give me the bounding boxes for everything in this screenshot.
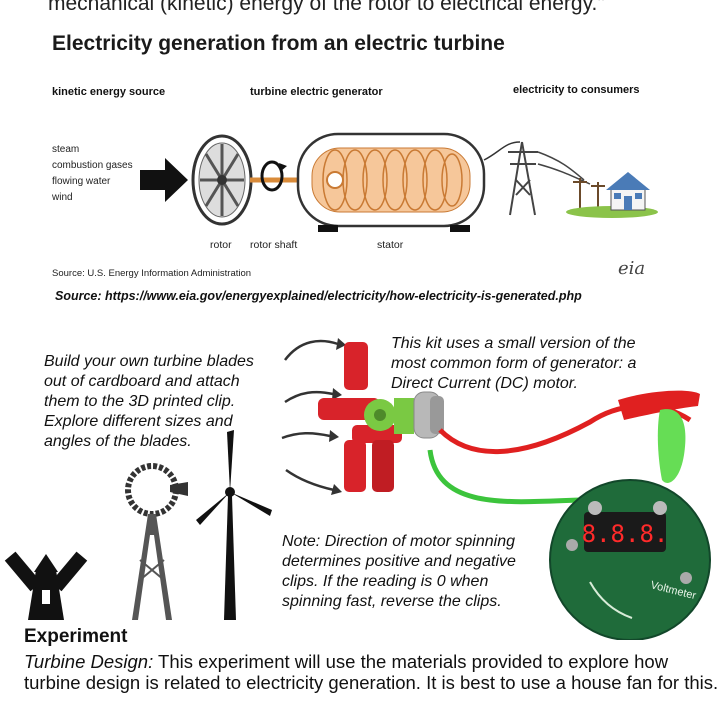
wind-turbine-icon — [196, 430, 272, 620]
experiment-lead: Turbine Design: — [24, 651, 154, 672]
rotation-arrow-icon — [260, 160, 287, 192]
turbine-clip — [318, 342, 414, 492]
house-icon — [606, 172, 650, 211]
stator-coil — [311, 147, 471, 213]
diagram-title: Electricity generation from an electric … — [52, 32, 505, 55]
display-digits: 8.8.8. — [582, 520, 669, 548]
source-item: wind — [52, 192, 73, 203]
source-item: combustion gases — [52, 160, 133, 171]
screw-icon — [680, 572, 692, 584]
diagram-credit: Source: U.S. Energy Information Administ… — [52, 268, 252, 279]
energy-source-list: steam combustion gases flowing water win… — [52, 142, 133, 206]
motor-note: This kit uses a small version of the mos… — [391, 335, 637, 392]
screw-icon — [566, 539, 578, 551]
pointer-arrows — [281, 339, 339, 492]
header-generator: turbine electric generator — [250, 86, 383, 98]
farm-windmill-icon — [125, 463, 188, 620]
label-stator: stator — [377, 239, 404, 251]
red-clip-icon — [618, 390, 700, 420]
transmission-tower-icon — [508, 141, 538, 216]
experiment-text: This experiment will use the materials p… — [24, 651, 719, 693]
blades-note: Build your own turbine blades out of car… — [44, 353, 254, 450]
header-consumers: electricity to consumers — [513, 84, 640, 96]
voltmeter-display — [584, 512, 666, 552]
label-rotor: rotor — [210, 239, 232, 251]
input-arrow-icon — [140, 158, 188, 202]
source-link[interactable]: Source: https://www.eia.gov/energyexplai… — [55, 289, 582, 303]
label-rotor-shaft: rotor shaft — [250, 239, 298, 251]
experiment-heading: Experiment — [24, 626, 128, 647]
experiment-body: Turbine Design: This experiment will use… — [24, 651, 720, 693]
generator-diagram — [140, 132, 658, 232]
direction-note: Note: Direction of motor spinning determ… — [282, 533, 516, 610]
source-item: steam — [52, 144, 80, 155]
quote-text: mechanical (kinetic) energy of the rotor… — [48, 0, 605, 15]
dc-motor — [413, 391, 444, 439]
rotor-wheel-icon — [191, 134, 253, 226]
kit-illustration: 8.8.8. Voltmeter — [4, 338, 711, 640]
eia-logo: eia — [618, 258, 646, 279]
plug-icon — [589, 581, 633, 619]
green-clip-icon — [657, 409, 686, 483]
voltmeter-board: 8.8.8. Voltmeter — [549, 479, 711, 640]
source-item: flowing water — [52, 176, 111, 187]
dutch-windmill-icon — [4, 551, 88, 620]
utility-pole-icon — [573, 178, 605, 212]
header-kinetic-source: kinetic energy source — [52, 86, 166, 98]
